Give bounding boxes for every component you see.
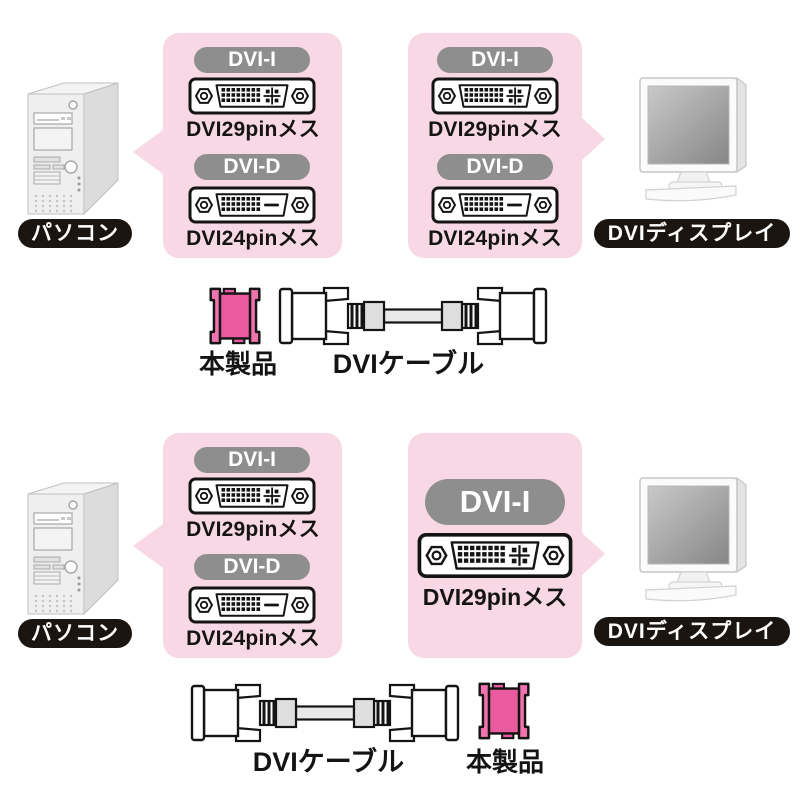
connector-type-badge: DVI-I [194,447,310,473]
display-label-badge: DVIディスプレイ [594,219,790,248]
speech-arrow-right-icon [581,532,605,576]
connector-caption: DVI29pinメス [428,118,562,141]
product-adapter-icon [475,680,533,742]
display-label-badge: DVIディスプレイ [594,617,790,646]
connector-caption: DVI29pinメス [186,518,320,541]
product-label: 本製品 [198,349,277,379]
connector-type-badge: DVI-D [194,154,310,180]
pc-label-badge: パソコン [18,619,132,648]
connector-type-badge: DVI-I [437,47,553,73]
cable-label: DVIケーブル [332,349,485,379]
connector-caption: DVI29pinメス [186,118,320,141]
connector-type-badge: DVI-D [194,554,310,580]
connector-type-badge: DVI-I [425,479,565,525]
dvi-d-female-connector-icon [188,586,316,624]
pc-label-badge: パソコン [18,219,132,248]
speech-arrow-left-icon [133,130,163,174]
dvi-i-female-connector-icon [417,532,573,579]
product-label: 本製品 [465,747,544,777]
cable-label: DVIケーブル [252,747,405,777]
connector-type-badge: DVI-D [437,154,553,180]
connector-caption: DVI24pinメス [186,627,320,650]
speech-arrow-left-icon [133,524,163,568]
dvi-display-icon [633,472,778,607]
speech-arrow-right-icon [581,117,605,161]
pc-tower-icon [26,480,126,620]
connector-caption: DVI29pinメス [422,584,568,610]
connector-type-badge: DVI-I [194,47,310,73]
dvi-i-female-connector-icon [188,477,316,515]
connector-caption: DVI24pinメス [428,227,562,250]
dvi-cable-icon [190,681,460,745]
connector-caption: DVI24pinメス [186,227,320,250]
